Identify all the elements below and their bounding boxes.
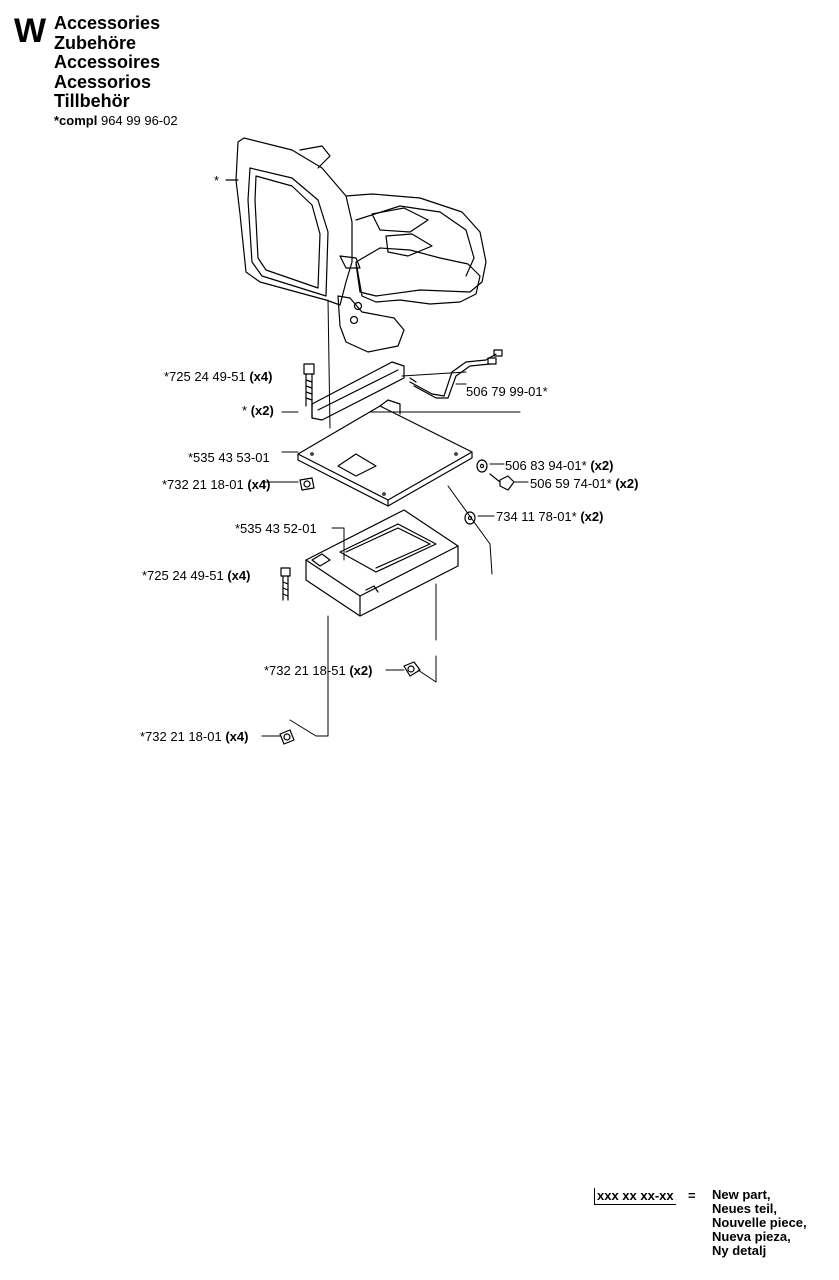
part-number: *535 43 52-01: [235, 521, 317, 536]
legend-text: New part, Neues teil, Nouvelle piece, Nu…: [712, 1188, 807, 1258]
bracket-illustration: [305, 509, 459, 617]
part-number: *535 43 53-01: [188, 450, 270, 465]
section-letter: W: [14, 12, 47, 50]
nut-top-illustration: [299, 477, 315, 491]
leader-lines: [261, 299, 529, 737]
part-label-bolt-bottom: *725 24 49-51 (x4): [142, 568, 250, 583]
title-es: Acessorios: [54, 71, 152, 92]
title-fr: Accessoires: [54, 52, 161, 72]
title-block: Accessories Zubehöre Accessoires Acessor…: [54, 13, 161, 112]
legend-line-sv: Ny detalj: [712, 1243, 767, 1258]
bolt-bottom-illustration: [280, 567, 291, 601]
part-label-rail: * (x2): [242, 403, 274, 418]
part-number: 506 59 74-01*: [530, 476, 612, 491]
part-label-nut-bottom: *732 21 18-01 (x4): [140, 729, 248, 744]
nut-flange-illustration: [403, 661, 421, 677]
part-label-harness: 506 79 99-01*: [466, 384, 548, 399]
part-label-washer-1: 506 83 94-01* (x2): [505, 458, 613, 473]
harness-illustration: [409, 349, 503, 399]
part-label-nut-top: *732 21 18-01 (x4): [162, 477, 270, 492]
part-number: *725 24 49-51: [164, 369, 246, 384]
part-qty: (x2): [580, 509, 604, 524]
part-label-seat: *: [214, 173, 219, 188]
compl-label: *compl: [54, 113, 98, 128]
screw-1-illustration: [489, 473, 515, 491]
rail-illustration: [311, 361, 405, 421]
compl-number: 964 99 96-02: [100, 113, 178, 128]
bolt-top-illustration: [303, 363, 315, 407]
part-number: *725 24 49-51: [142, 568, 224, 583]
legend-line-es: Nueva pieza,: [712, 1229, 791, 1244]
washer-1-illustration: [476, 459, 488, 473]
nut-bottom-illustration: [279, 729, 295, 745]
legend-equals: =: [688, 1188, 696, 1203]
part-number: *: [242, 403, 248, 418]
part-qty: (x2): [590, 458, 614, 473]
title-en: Accessories: [54, 13, 161, 33]
legend-code: xxx xx xx-xx: [594, 1188, 676, 1205]
part-number: *732 21 18-01: [140, 729, 222, 744]
part-label-plate: *535 43 53-01: [188, 450, 270, 465]
part-number: *732 21 18-51: [264, 663, 346, 678]
part-qty: (x4): [227, 568, 251, 583]
part-label-washer-2: 734 11 78-01* (x2): [496, 509, 603, 524]
part-qty: (x4): [247, 477, 271, 492]
part-number: 506 79 99-01*: [466, 384, 548, 399]
part-number: *732 21 18-01: [162, 477, 244, 492]
part-label-screw-1: 506 59 74-01* (x2): [530, 476, 638, 491]
part-qty: (x2): [349, 663, 373, 678]
part-qty: (x2): [615, 476, 639, 491]
title-de: Zubehöre: [54, 32, 137, 53]
part-number: 506 83 94-01*: [505, 458, 587, 473]
washer-2-illustration: [464, 511, 476, 525]
seat-illustration: [225, 137, 487, 353]
plate-illustration: [297, 399, 473, 507]
part-number: *: [214, 173, 220, 188]
legend-line-fr: Nouvelle piece,: [712, 1215, 807, 1230]
legend-line-de: Neues teil,: [712, 1201, 778, 1216]
part-label-bolt-top: *725 24 49-51 (x4): [164, 369, 272, 384]
legend-line-en: New part,: [712, 1187, 771, 1202]
part-qty: (x2): [250, 403, 274, 418]
title-sv: Tillbehör: [54, 91, 130, 111]
part-qty: (x4): [249, 369, 273, 384]
part-number: 734 11 78-01*: [496, 509, 577, 524]
part-qty: (x4): [225, 729, 249, 744]
complete-kit-number: *compl 964 99 96-02: [54, 113, 178, 128]
part-label-nut-flange: *732 21 18-51 (x2): [264, 663, 372, 678]
part-label-bracket: *535 43 52-01: [235, 521, 317, 536]
